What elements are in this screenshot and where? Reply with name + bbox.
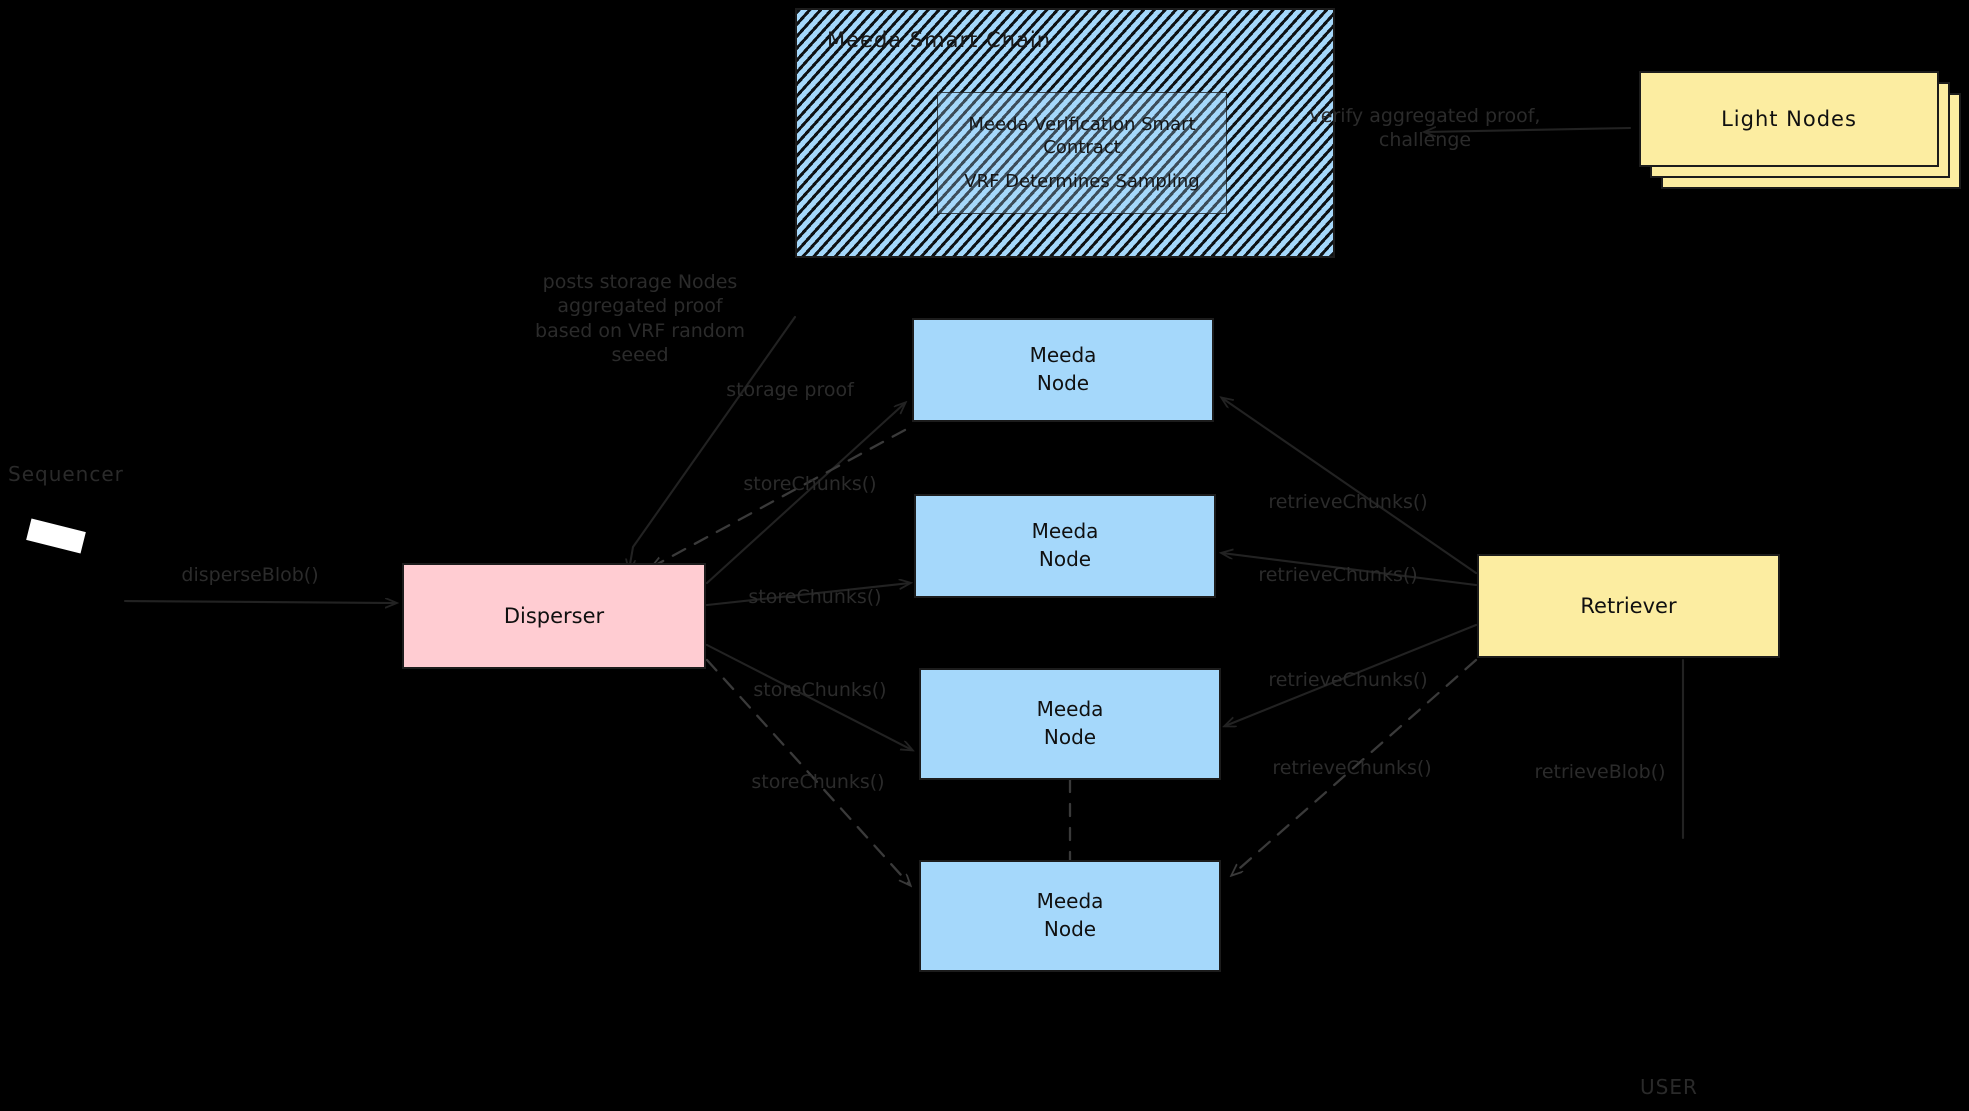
- edge-label-retrieve-chunks-2: retrieveChunks(): [1258, 564, 1418, 586]
- meeda-node-2[interactable]: Meeda Node: [914, 494, 1216, 598]
- sequencer-label: Sequencer: [8, 462, 124, 486]
- meeda-verification-contract-box[interactable]: Meeda Verification Smart Contract VRF De…: [937, 92, 1227, 214]
- vrf-sampling-label: VRF Determines Sampling: [964, 170, 1200, 192]
- retriever-label: Retriever: [1580, 593, 1677, 618]
- edge-label-storage-proof: storage proof: [726, 379, 854, 401]
- meeda-node-1-label: Meeda Node: [1029, 343, 1097, 395]
- edge-label-retrieve-chunks-4: retrieveChunks(): [1272, 757, 1432, 779]
- meeda-node-4[interactable]: Meeda Node: [919, 860, 1221, 972]
- disperser-box[interactable]: Disperser: [402, 563, 706, 669]
- edge-label-store-chunks-4: storeChunks(): [751, 771, 885, 793]
- disperser-label: Disperser: [503, 603, 605, 628]
- light-nodes-box[interactable]: Light Nodes: [1639, 71, 1939, 167]
- meeda-smart-chain-title: Meeda Smart Chain: [827, 28, 1052, 52]
- light-nodes-stack[interactable]: Light Nodes: [1639, 71, 1969, 201]
- edge-node1-storage-proof: [652, 428, 907, 567]
- meeda-node-4-label: Meeda Node: [1036, 889, 1104, 941]
- retriever-box[interactable]: Retriever: [1477, 554, 1780, 658]
- meeda-smart-chain-box[interactable]: Meeda Smart Chain Meeda Verification Sma…: [795, 8, 1335, 258]
- edge-label-retrieve-chunks-1: retrieveChunks(): [1268, 491, 1428, 513]
- edge-label-verify-aggregated-proof: verify aggregated proof, challenge: [1309, 105, 1541, 152]
- meeda-node-2-label: Meeda Node: [1031, 519, 1099, 571]
- meeda-node-1[interactable]: Meeda Node: [912, 318, 1214, 422]
- edge-retriever-to-node1: [1222, 398, 1478, 575]
- meeda-verification-contract-label: Meeda Verification Smart Contract: [968, 113, 1196, 159]
- light-nodes-label: Light Nodes: [1721, 107, 1857, 131]
- edge-label-store-chunks-2: storeChunks(): [748, 586, 882, 608]
- edge-label-retrieve-chunks-3: retrieveChunks(): [1268, 669, 1428, 691]
- meeda-node-3-label: Meeda Node: [1036, 697, 1104, 749]
- edge-label-store-chunks-3: storeChunks(): [753, 679, 887, 701]
- sequencer-mark: [26, 518, 86, 554]
- edge-sequencer-to-disperser: [123, 601, 396, 603]
- edge-label-posts-storage-nodes: posts storage Nodes aggregated proof bas…: [535, 271, 745, 366]
- meeda-node-3[interactable]: Meeda Node: [919, 668, 1221, 780]
- edge-label-store-chunks-1: storeChunks(): [743, 473, 877, 495]
- edge-label-disperse-blob: disperseBlob(): [181, 564, 319, 586]
- user-label: USER: [1640, 1075, 1698, 1099]
- edge-label-retrieve-blob: retrieveBlob(): [1534, 761, 1666, 783]
